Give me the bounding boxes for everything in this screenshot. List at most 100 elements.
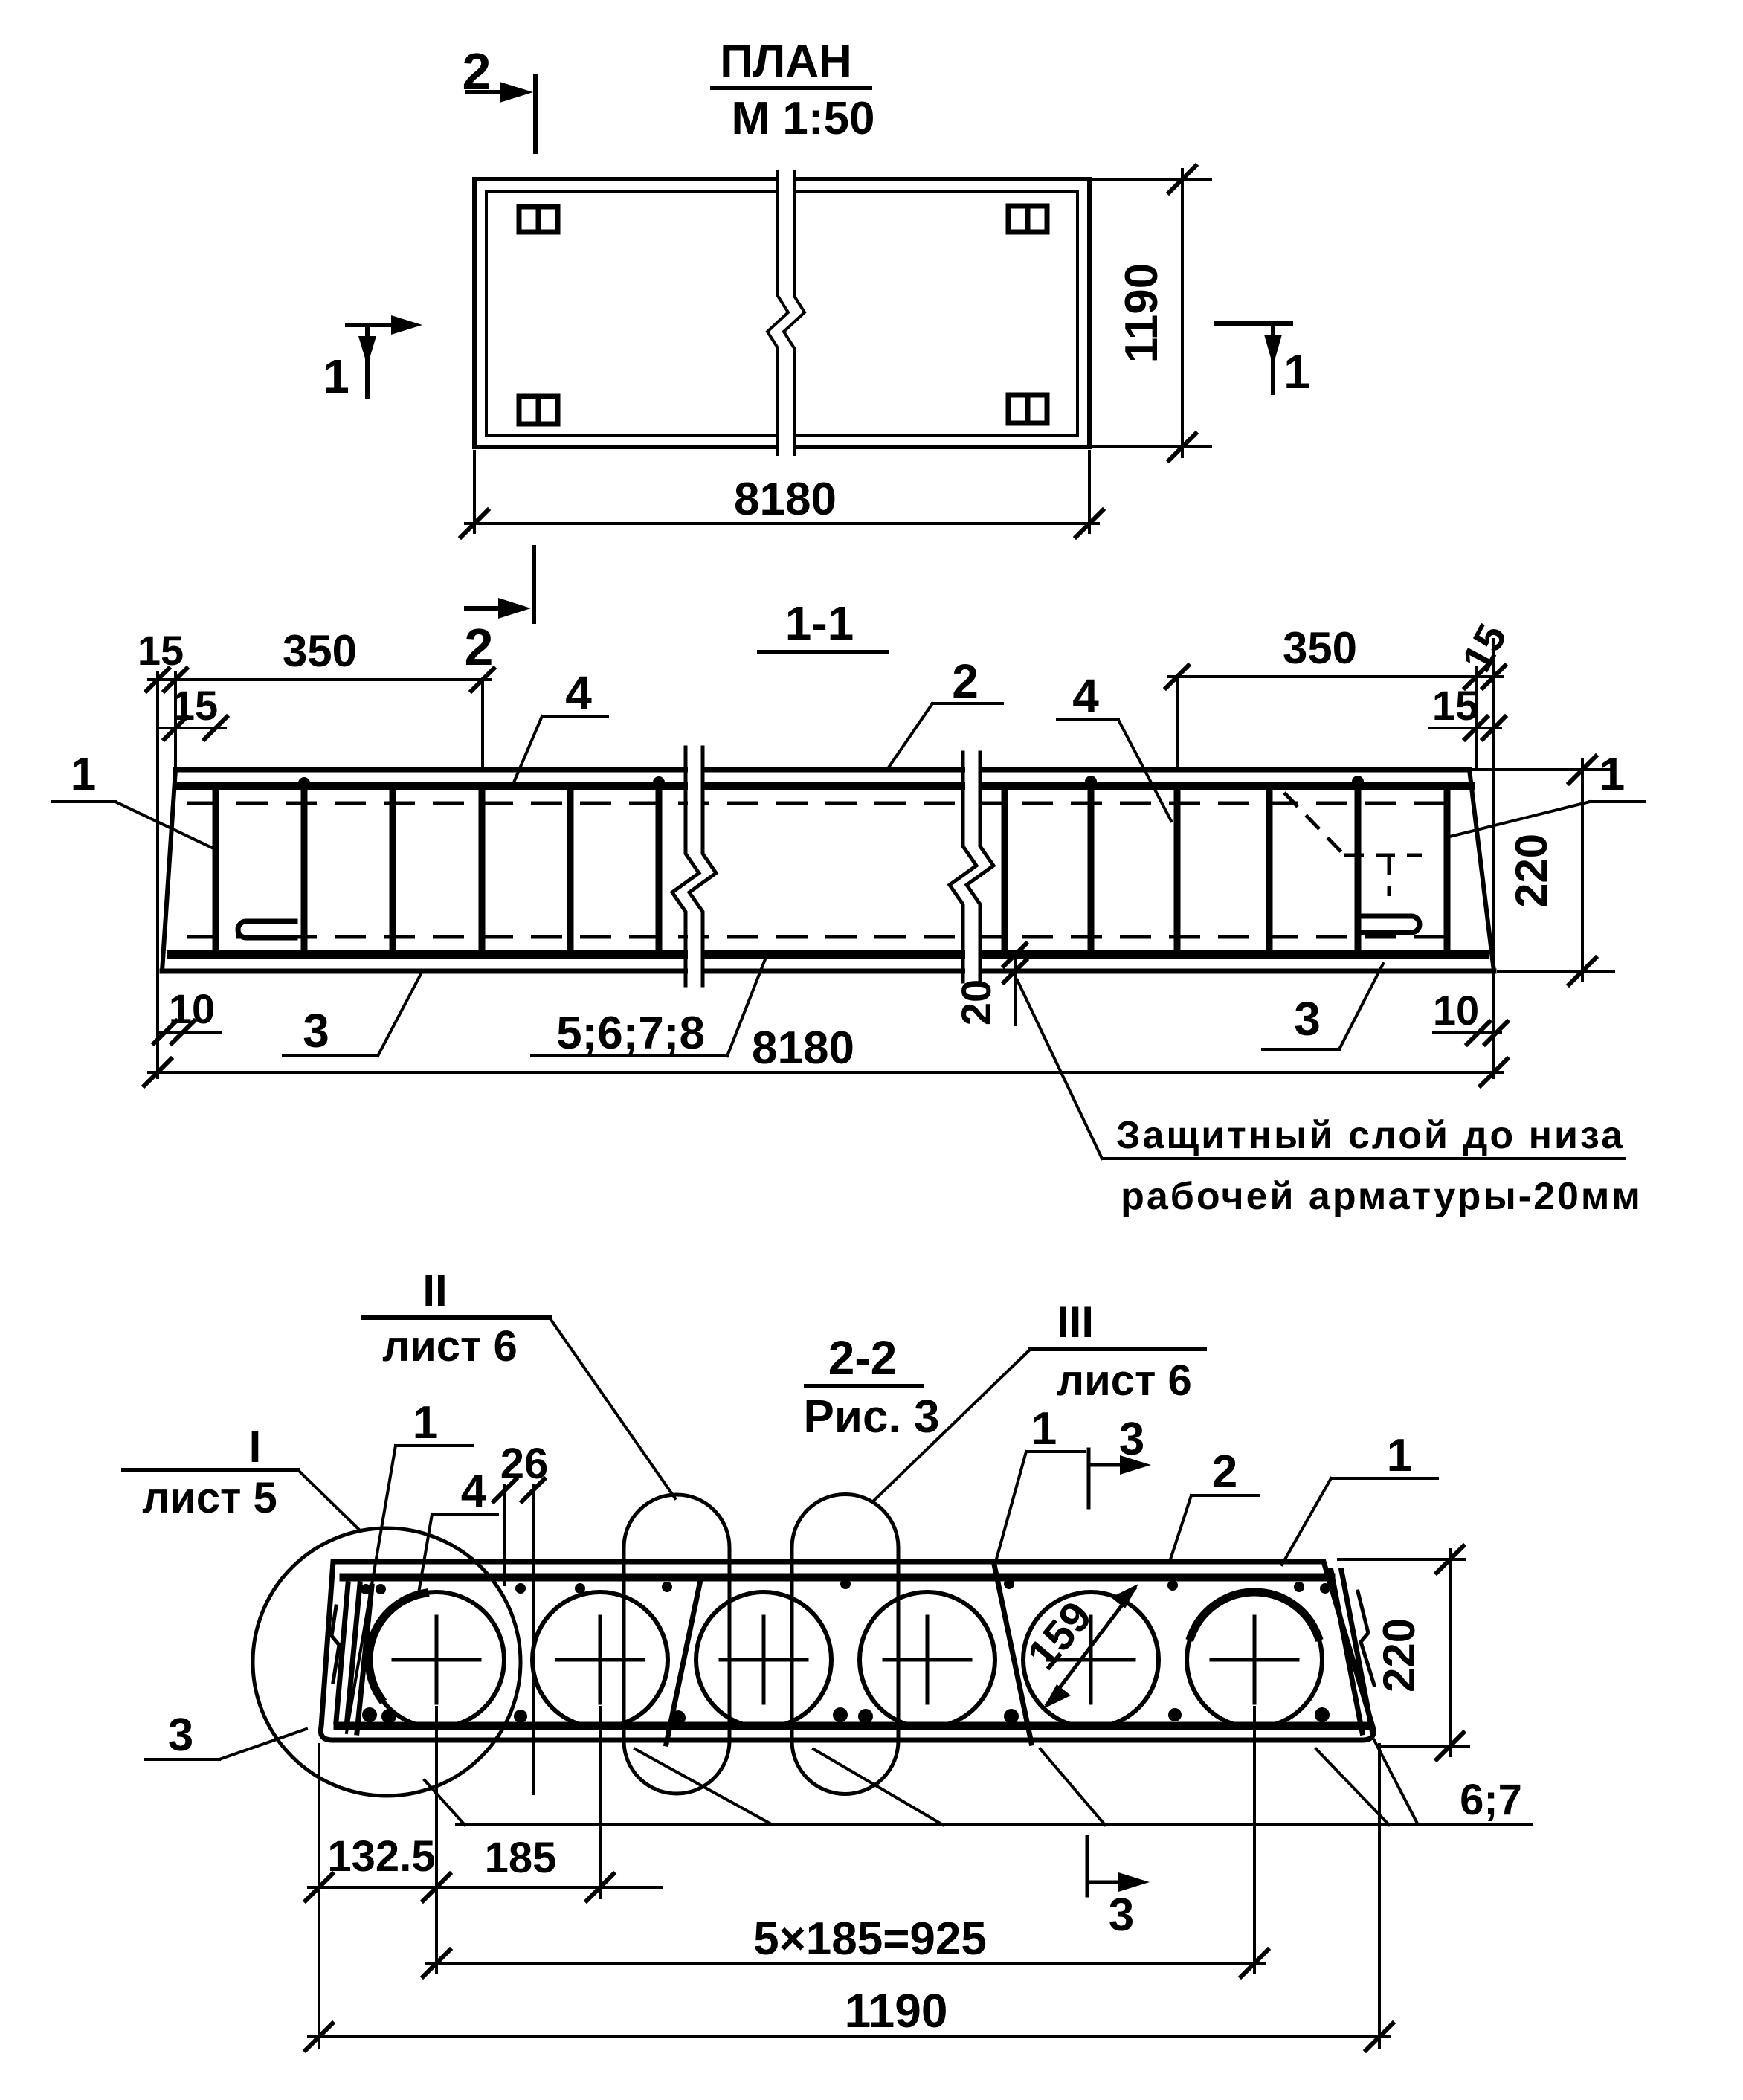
dim-15-left-inner: 15 (172, 682, 218, 729)
label-3-mesh-bottom: 3 (144, 1710, 309, 1762)
plan-section1-label-left: 1 (323, 350, 349, 403)
section3-marker-bottom: 3 (1085, 1835, 1150, 1941)
label-1-cage-right: 1 (1280, 1430, 1439, 1567)
section22-title: 2-2 (828, 1331, 898, 1385)
section11-labels: 1 1 2 4 4 (51, 654, 1646, 1059)
label-3-left-text: 3 (303, 1004, 329, 1057)
detail-III-num: III (1057, 1297, 1094, 1347)
label-1-cage-left-text: 1 (413, 1397, 438, 1449)
plan-dim-1190: 1190 (1092, 162, 1212, 464)
arrow-down-icon (358, 336, 376, 366)
label-2-mesh: 2 (886, 654, 1004, 770)
label-1-right: 1 (1448, 749, 1646, 839)
section11-reinforcement (167, 776, 1489, 959)
dim-10-right: 10 (1433, 987, 1479, 1034)
section11-dims-left: 15 350 15 10 (138, 626, 497, 1079)
dim-1190: 1190 (845, 1984, 948, 2038)
note-line1: Защитный слой до низа (1116, 1114, 1625, 1157)
dim-159-text: 159 (1018, 1593, 1101, 1679)
dim-10-left: 10 (169, 985, 215, 1032)
label-1-left: 1 (51, 749, 214, 850)
section11-title: 1-1 (785, 596, 854, 650)
detail-callout-III: III лист 6 (872, 1297, 1207, 1503)
section3-marker-top: 3 (1086, 1414, 1151, 1510)
section11-break-lines (669, 745, 996, 988)
label-4-spacer-text: 4 (461, 1466, 487, 1517)
section22-dims-bottom: 132.5 185 5×185=925 1190 (302, 1706, 1396, 2054)
plan-view: ПЛАН М 1:50 2 (323, 36, 1310, 541)
section22-dim-220: 220 (1337, 1542, 1470, 1763)
dim-15-left-top: 15 (138, 627, 184, 674)
plan-section2-marker: 2 (463, 42, 538, 154)
dim-350-left: 350 (283, 626, 357, 676)
hidden-lifting-loop (1283, 791, 1422, 896)
label-3-left: 3 (282, 969, 425, 1058)
label-67-text: 6;7 (1460, 1776, 1522, 1824)
detail-I-sheet: лист 5 (142, 1474, 277, 1522)
arrow-right-icon (498, 598, 531, 619)
section3-label-top: 3 (1119, 1414, 1144, 1465)
label-4-left: 4 (512, 666, 609, 785)
label-2-mesh-top: 2 (1167, 1446, 1260, 1564)
dim-185: 185 (485, 1834, 557, 1882)
core-thick-arc (364, 1588, 430, 1704)
section11-cover-dim: 20 Защитный слой до низа рабочей арматур… (953, 940, 1643, 1218)
section3-label-bottom: 3 (1109, 1890, 1134, 1941)
arrow-icon (1043, 1684, 1071, 1709)
plan-lifting-loops (516, 203, 1050, 427)
detail-II-sheet: лист 6 (382, 1322, 518, 1371)
label-3-mesh-bottom-text: 3 (168, 1710, 193, 1761)
detail-III-sheet: лист 6 (1057, 1356, 1192, 1405)
section22-dim-26: 26 (490, 1440, 548, 1795)
lifting-loop-icon (1005, 203, 1050, 235)
dim-15-right-top: 15 (1452, 616, 1515, 680)
note-line2: рабочей арматуры-20мм (1121, 1175, 1643, 1218)
plan-dim-length-text: 8180 (734, 474, 837, 525)
edge-profile-right (1355, 1588, 1377, 1688)
label-1-cage-left: 1 (344, 1397, 474, 1735)
core-center-crosses (391, 1614, 1300, 1705)
section11-section2-label: 2 (465, 618, 494, 676)
label-2-mesh-top-text: 2 (1212, 1446, 1237, 1498)
plan-dim-8180: 8180 (457, 450, 1106, 541)
label-5678-text: 5;6;7;8 (556, 1008, 705, 1059)
label-4-left-text: 4 (565, 666, 592, 720)
weld-dot (1352, 776, 1364, 788)
section22-labels: 1 4 1 2 1 (144, 1397, 1439, 1762)
detail-circle-I (251, 1526, 523, 1798)
detail-II-num: II (422, 1266, 447, 1315)
weld-dot (1085, 776, 1097, 788)
label-1-cage-right-text: 1 (1387, 1430, 1412, 1481)
plan-title: ПЛАН (720, 36, 852, 87)
label-3-right-text: 3 (1294, 992, 1321, 1046)
lifting-loop-icon (516, 204, 561, 235)
section11-slab (159, 767, 1497, 974)
section11-dim-8180: 8180 (141, 1022, 1511, 1089)
arrow-right-icon (500, 82, 533, 103)
plan-scale: М 1:50 (732, 93, 875, 144)
label-4-right-text: 4 (1072, 669, 1099, 723)
label-1-left-text: 1 (71, 749, 96, 800)
detail-callout-I: I лист 5 (121, 1422, 361, 1532)
rebar-hook-left (235, 918, 298, 941)
section22-dim-159: 159 (1018, 1584, 1138, 1709)
section22-cages (329, 1561, 1377, 1748)
label-5678: 5;6;7;8 (530, 957, 767, 1059)
section-2-2: 2-2 Рис. 3 I лист 5 II лист 6 III лист 6 (121, 1266, 1533, 2054)
arrow-right-icon (391, 315, 422, 335)
weld-dot (298, 777, 310, 789)
label-2-mesh-text: 2 (952, 654, 979, 708)
section-1-1: 1-1 2 (51, 545, 1646, 1218)
arrow-right-icon (1120, 1455, 1151, 1475)
plan-dim-width-text: 1190 (1116, 263, 1167, 364)
section22-label-67: 6;7 (422, 1738, 1533, 1827)
label-1-cage-mid: 1 (993, 1403, 1086, 1564)
plan-section1-marker-right: 1 (1214, 321, 1310, 399)
arrow-icon (1111, 1584, 1138, 1608)
stirrups-left-cage (212, 782, 663, 959)
detail-capsule-II (622, 1492, 732, 1796)
detail-callout-II: II лист 6 (361, 1266, 677, 1501)
dim-925: 5×185=925 (753, 1913, 987, 1965)
